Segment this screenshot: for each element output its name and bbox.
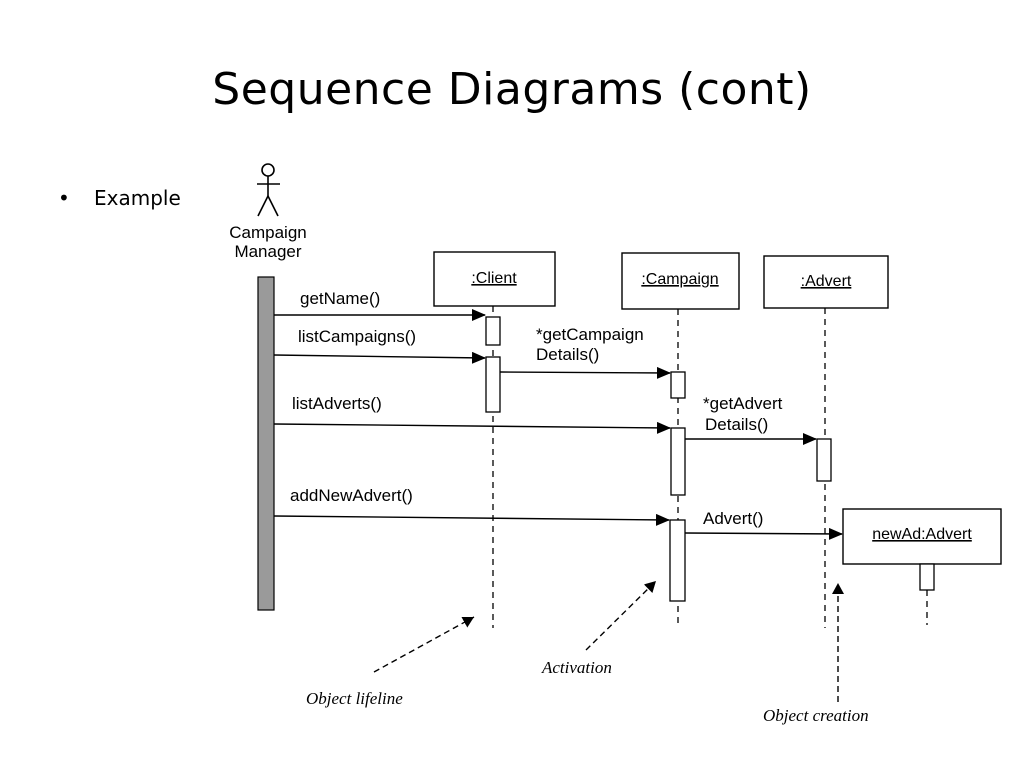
message-label-list-campaigns: listCampaigns(): [298, 327, 416, 346]
object-campaign: :Campaign: [621, 252, 740, 310]
campaign-activation-1: [670, 371, 686, 399]
campaign-activation-3: [669, 519, 686, 602]
message-arrow-list-adverts: [273, 421, 671, 434]
bullet-text: Example: [94, 186, 181, 210]
client-activation-2: [485, 356, 501, 413]
message-arrow-advert-create: [684, 527, 843, 540]
object-client: :Client: [433, 251, 556, 307]
client-activation-1: [485, 316, 501, 346]
advert-activation: [816, 438, 832, 482]
annotation-object-creation: Object creation: [763, 706, 869, 725]
message-label-add-new-advert: addNewAdvert(): [290, 486, 413, 505]
object-lifeline-pointer: [373, 616, 475, 673]
object-advert: :Advert: [763, 255, 889, 309]
object-new-advert-label: newAd:Advert: [872, 526, 972, 543]
message-arrow-add-new-advert: [273, 513, 670, 526]
annotation-object-lifeline: Object lifeline: [306, 689, 403, 708]
message-label-get-campaign-details-1: *getCampaign: [536, 325, 644, 344]
bullet-dot: •: [58, 186, 70, 210]
activation-pointer: [585, 580, 657, 651]
message-label-get-campaign-details-2: Details(): [536, 345, 599, 364]
actor-label-line1: Campaign: [229, 223, 307, 242]
message-arrow-list-campaigns: [273, 351, 486, 364]
campaign-activation-2: [670, 427, 686, 496]
object-advert-label: :Advert: [801, 273, 852, 290]
new-advert-activation: [919, 563, 935, 591]
message-label-advert-create: Advert(): [703, 509, 763, 528]
slide-title: Sequence Diagrams (cont): [212, 64, 812, 115]
bullet-item: • Example: [58, 186, 181, 210]
message-label-list-adverts: listAdverts(): [292, 394, 382, 413]
message-label-get-name: getName(): [300, 289, 380, 308]
object-new-advert: newAd:Advert: [842, 508, 1002, 565]
message-arrow-get-campaign-details: [499, 366, 671, 379]
object-campaign-label: :Campaign: [641, 271, 718, 288]
actor-activation-bar: [257, 276, 275, 611]
message-label-get-advert-details-2: Details(): [705, 415, 768, 434]
message-label-get-advert-details-1: *getAdvert: [703, 394, 783, 413]
annotation-activation: Activation: [541, 658, 612, 677]
actor-label-line2: Manager: [234, 242, 301, 261]
object-client-label: :Client: [471, 270, 517, 287]
actor-icon: [257, 163, 280, 217]
